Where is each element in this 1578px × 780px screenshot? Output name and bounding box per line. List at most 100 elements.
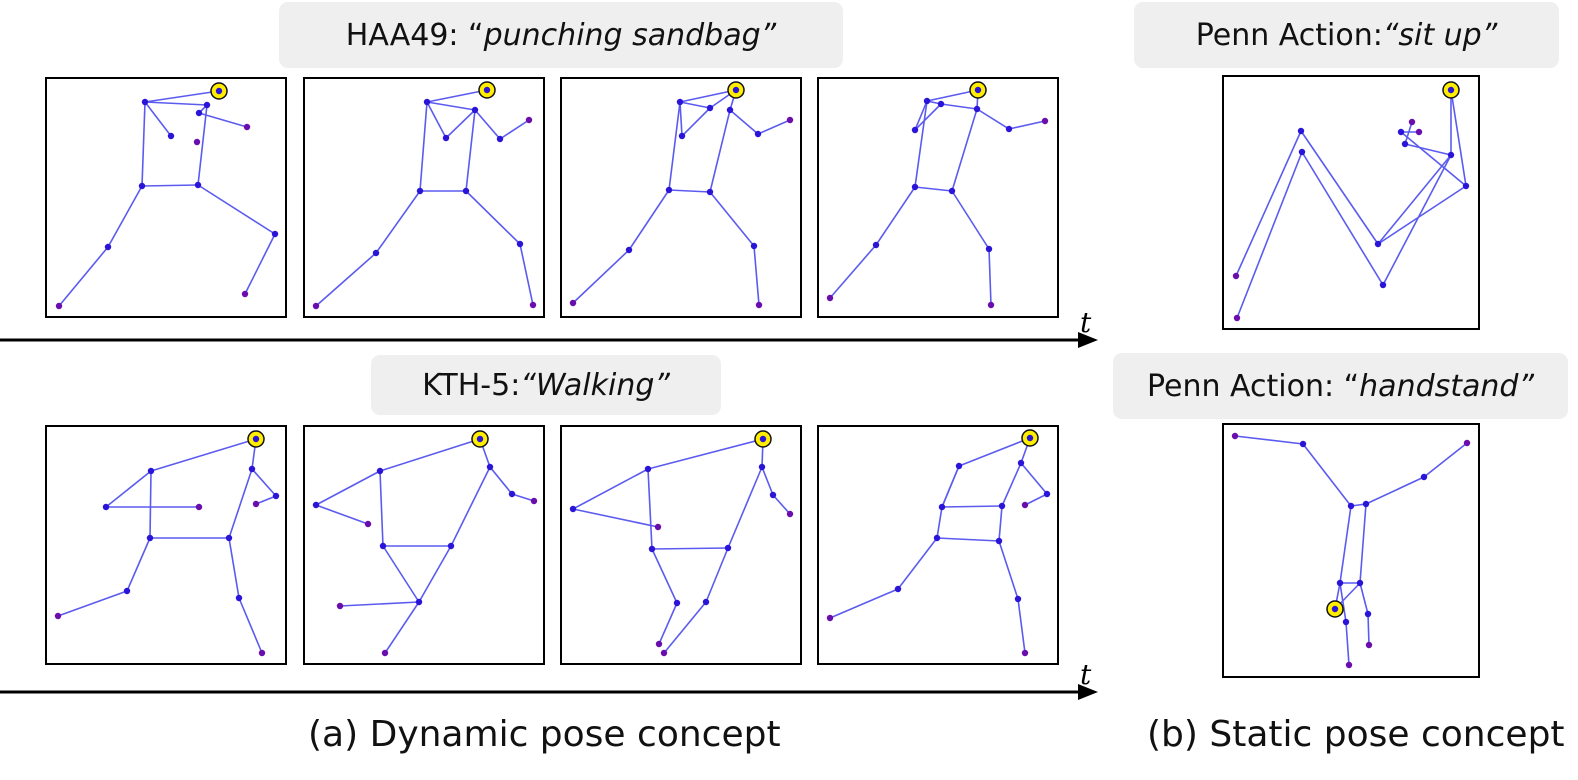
- end-joint-dot: [1021, 649, 1029, 657]
- time-axis-label-row2: t: [1080, 658, 1092, 691]
- bone-line: [1382, 154, 1452, 286]
- pose-panel-sit-up: [1222, 75, 1480, 330]
- bone-line: [315, 504, 369, 525]
- joint-dot: [673, 599, 681, 607]
- joint-dot: [769, 491, 777, 499]
- bone-line: [57, 590, 128, 617]
- row1-title-prefix: HAA49: “: [345, 17, 484, 53]
- bone-line: [761, 466, 774, 496]
- row1-title: HAA49: “punching sandbag”: [279, 2, 843, 68]
- joint-dot: [442, 134, 450, 142]
- end-joint-dot: [1041, 117, 1049, 125]
- end-joint-dot: [54, 612, 62, 620]
- end-joint-dot: [1415, 128, 1423, 136]
- bone-line: [936, 537, 1000, 542]
- bone-line: [1345, 621, 1350, 666]
- joint-dot: [665, 186, 673, 194]
- end-joint-dot: [786, 510, 794, 518]
- bone-line: [951, 108, 978, 192]
- skeleton-handstand: [1231, 432, 1471, 669]
- joint-dot: [423, 98, 431, 106]
- end-joint-dot: [529, 301, 537, 309]
- joint-dot: [486, 463, 494, 471]
- bone-line: [647, 468, 653, 550]
- joint-dot: [998, 502, 1006, 510]
- joint-dot: [462, 187, 470, 195]
- row2-title-prefix: KTH-5:: [422, 367, 521, 403]
- bone-line: [382, 545, 420, 603]
- skeleton-walk-4: [826, 429, 1051, 657]
- end-joint-dot: [660, 649, 668, 657]
- bone-line: [419, 101, 428, 192]
- joint-dot: [1005, 125, 1013, 133]
- joint-dot: [203, 101, 211, 109]
- bone-line: [951, 190, 990, 250]
- bone-line: [1365, 476, 1425, 505]
- end-joint-dot: [243, 123, 251, 131]
- joint-dot: [147, 467, 155, 475]
- bone-line: [144, 101, 172, 137]
- end-joint-dot: [193, 138, 201, 146]
- skeleton-punch-4: [826, 81, 1049, 309]
- bone-line: [998, 540, 1019, 600]
- bone-line: [651, 548, 678, 604]
- joint-dot: [1297, 127, 1305, 135]
- joint-dot: [948, 187, 956, 195]
- bone-line: [1359, 503, 1367, 584]
- bone-line: [105, 470, 152, 508]
- joint-dot: [758, 463, 766, 471]
- joint-dot: [923, 97, 931, 105]
- bone-line: [141, 101, 146, 187]
- joint-dot: [1397, 128, 1405, 136]
- joint-dot: [933, 534, 941, 542]
- bone-line: [897, 537, 938, 590]
- joint-dot: [894, 585, 902, 593]
- joint-dot: [1017, 459, 1025, 467]
- joint-dot: [104, 243, 112, 251]
- bone-line: [668, 101, 681, 191]
- bone-line: [1024, 493, 1048, 506]
- skeleton-walk-2: [312, 430, 538, 657]
- bone-line: [150, 438, 257, 472]
- skeleton-sit-up: [1232, 81, 1470, 322]
- joint-dot: [1014, 595, 1022, 603]
- joint-dot: [252, 435, 260, 443]
- bone-line: [941, 465, 960, 508]
- bone-line: [1367, 613, 1370, 646]
- joint-dot: [1356, 579, 1364, 587]
- end-joint-dot: [569, 299, 577, 307]
- bone-line: [1400, 131, 1467, 187]
- joint-dot: [726, 106, 734, 114]
- skeleton-punch-2: [312, 81, 537, 310]
- joint-dot: [937, 100, 945, 108]
- bone-line: [1008, 120, 1046, 130]
- bone-line: [474, 109, 501, 140]
- end-joint-dot: [1365, 641, 1373, 649]
- joint-dot: [872, 241, 880, 249]
- end-joint-dot: [1345, 661, 1353, 669]
- bone-line: [426, 101, 476, 111]
- bone-line: [1300, 130, 1379, 245]
- end-joint-dot: [1231, 432, 1239, 440]
- end-joint-dot: [1233, 314, 1241, 322]
- joint-dot: [508, 490, 516, 498]
- bone-line: [709, 191, 755, 247]
- bone-line: [1404, 121, 1413, 145]
- bone-line: [1236, 151, 1303, 319]
- bone-line: [315, 470, 381, 506]
- joint-dot: [1347, 502, 1355, 510]
- end-joint-dot: [530, 497, 538, 505]
- joint-dot: [447, 542, 455, 550]
- bone-line: [914, 100, 928, 188]
- joint-dot: [416, 187, 424, 195]
- joint-dot: [123, 587, 131, 595]
- bone-line: [251, 468, 277, 497]
- bone-line: [705, 547, 729, 603]
- bone-line: [1020, 462, 1048, 495]
- end-joint-dot: [258, 649, 266, 657]
- bone-line: [668, 189, 711, 193]
- bone-line: [772, 494, 791, 515]
- bone-line: [426, 89, 488, 103]
- end-joint-dot: [55, 302, 63, 310]
- joint-dot: [415, 598, 423, 606]
